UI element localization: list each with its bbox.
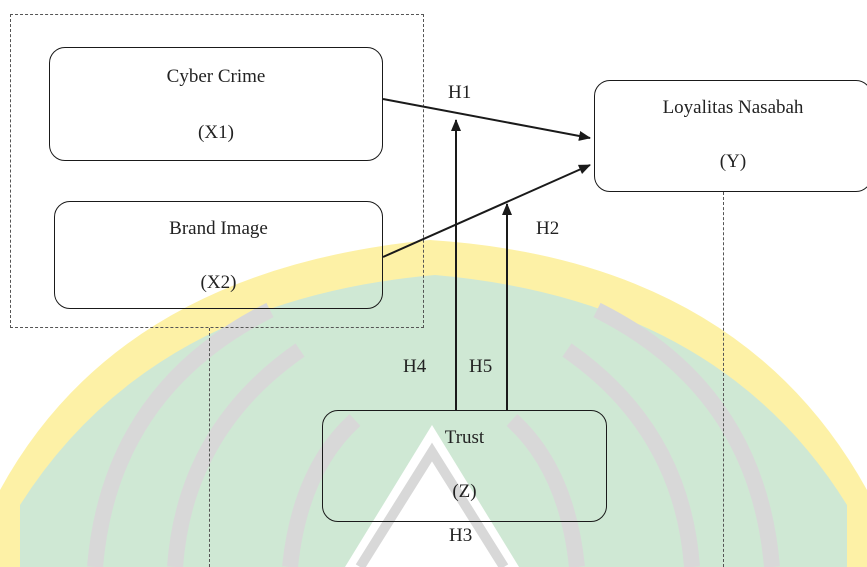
- node-brand-image-title: Brand Image: [169, 218, 268, 239]
- node-cyber-crime: Cyber Crime (X1): [49, 47, 383, 161]
- node-trust-code: (Z): [452, 481, 477, 502]
- node-cyber-crime-title: Cyber Crime: [166, 66, 266, 87]
- moderation-dashed-line-right: [723, 192, 724, 567]
- arrow-x2-to-y: [382, 164, 591, 258]
- node-loyalitas-nasabah-title: Loyalitas Nasabah: [662, 97, 804, 118]
- moderation-dashed-line-left: [209, 328, 210, 567]
- arrow-x1-to-y: [382, 98, 591, 141]
- node-brand-image: Brand Image (X2): [54, 201, 383, 309]
- label-h5: H5: [469, 356, 493, 377]
- node-cyber-crime-code: (X1): [198, 122, 234, 143]
- node-trust: Trust (Z): [322, 410, 607, 522]
- label-h1: H1: [448, 82, 472, 103]
- node-loyalitas-nasabah-code: (Y): [719, 151, 747, 172]
- label-h3: H3: [449, 525, 473, 546]
- node-loyalitas-nasabah: Loyalitas Nasabah (Y): [594, 80, 867, 192]
- label-h4: H4: [403, 356, 427, 377]
- independent-variables-frame: [10, 14, 424, 328]
- label-h2: H2: [536, 218, 560, 239]
- node-trust-title: Trust: [444, 427, 485, 448]
- node-brand-image-code: (X2): [200, 272, 237, 293]
